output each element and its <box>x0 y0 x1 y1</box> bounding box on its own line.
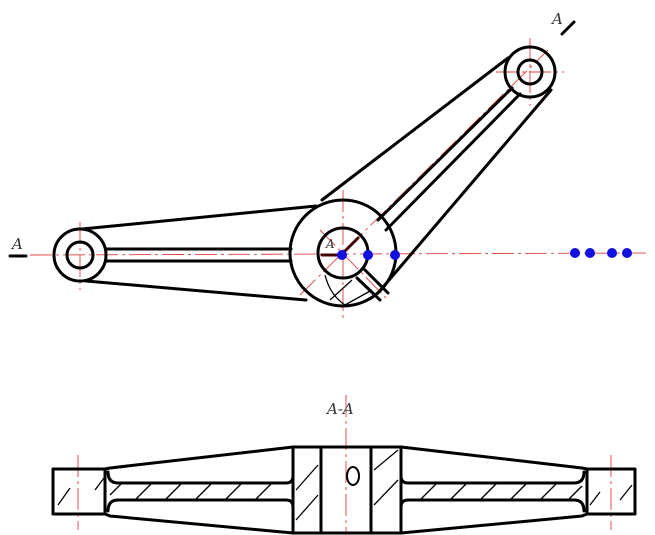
markers <box>337 248 632 260</box>
left-hole <box>65 240 95 270</box>
marker-point[interactable] <box>337 250 347 260</box>
marker-point[interactable] <box>607 248 617 258</box>
left-boss <box>52 227 108 283</box>
right-hole <box>516 58 544 86</box>
centerlines <box>29 38 651 535</box>
marker-point[interactable] <box>363 250 373 260</box>
marker-point[interactable] <box>390 250 400 260</box>
section-title: A-A <box>325 400 354 418</box>
marker-point[interactable] <box>622 248 632 258</box>
section-label-left: A <box>10 235 23 253</box>
marker-point[interactable] <box>585 248 595 258</box>
section-label-right: A <box>550 10 563 28</box>
marker-point[interactable] <box>570 248 580 258</box>
section-view <box>51 445 637 535</box>
right-boss <box>503 45 557 99</box>
hatching <box>57 449 633 521</box>
top-view <box>8 20 632 308</box>
hub-label: A <box>325 237 335 251</box>
